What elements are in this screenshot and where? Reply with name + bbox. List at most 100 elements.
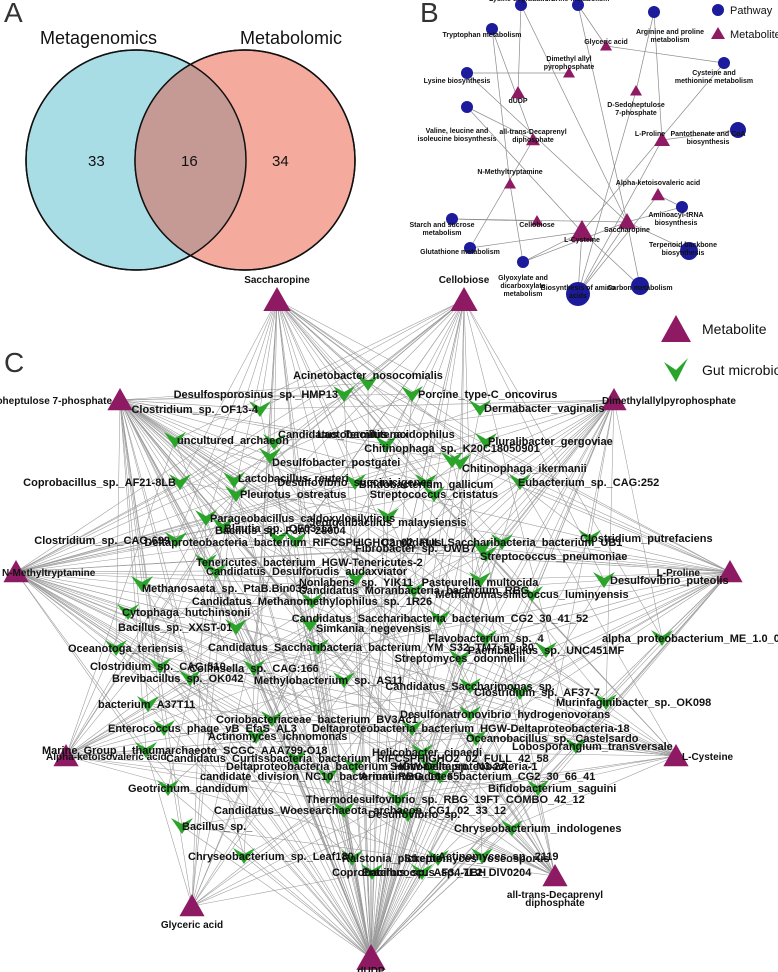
microbe-edge bbox=[370, 857, 439, 959]
microbe-node-coriobacteriaceae-bacterium-bv3ac1 bbox=[261, 711, 283, 727]
microbe-node-pluralibacter-gergoviae bbox=[475, 433, 497, 449]
microbe-label-pasteurella-multocida: Pasteurella_multocida bbox=[422, 577, 540, 589]
microbe-label-clostridium-sp-cag-510: Clostridium_sp._CAG:510 bbox=[90, 661, 226, 673]
microbe-edge bbox=[15, 571, 439, 859]
microbe-edge bbox=[343, 299, 465, 811]
microbe-label-methanosaeta-sp-ptab-bin039: Methanosaeta_sp._PtaB.Bin039 bbox=[142, 583, 308, 595]
microbe-label-desulfovibrio-succinicigenes: Desulfovibrio_succinicigenes bbox=[277, 477, 432, 489]
microbe-edge bbox=[205, 299, 465, 563]
microbe-node-helicobacter-cinaedi bbox=[411, 744, 433, 760]
microbe-edge bbox=[459, 299, 465, 463]
microbe-label-pleurotus-ostreatus: Pleurotus_ostreatus bbox=[240, 489, 346, 501]
microbe-node-desulfonatronovibrio-hydrogenovorans bbox=[459, 706, 481, 722]
c-metabolite-label-n-methyltryptamine: N-Methyltryptamine bbox=[2, 568, 96, 579]
microbe-edge bbox=[276, 299, 481, 409]
microbe-edge bbox=[191, 479, 235, 907]
microbe-label-lobosporangium-transversale: Lobosporangium_transversale bbox=[512, 741, 673, 753]
microbe-edge bbox=[15, 408, 261, 573]
microbe-edge bbox=[15, 441, 275, 573]
microbe-edge bbox=[243, 571, 731, 857]
microbe-node-clostridium-sp-of13-4 bbox=[249, 401, 271, 417]
panel-c: C SaccharopineCellobioseD-Sedoheptulose … bbox=[0, 275, 778, 972]
microbe-node-jeotgalibacillus-malaysiensis bbox=[377, 508, 399, 524]
legend-metabolite-icon bbox=[711, 27, 725, 39]
microbe-edge bbox=[191, 871, 373, 907]
microbe-label-murinfaginibacter-sp-ok098: Murinfaginibacter_sp._OK098 bbox=[556, 697, 711, 709]
pathway-node-pantothenate-and-coa-biosynthesis bbox=[730, 122, 746, 138]
microbe-node-pleurotus-ostreatus bbox=[225, 486, 247, 502]
microbe-node-cytophaga-hutchinsonii bbox=[117, 604, 139, 620]
metabolite-node-l-cysteine bbox=[570, 220, 594, 241]
microbe-edge bbox=[119, 399, 481, 581]
microbe-edge bbox=[370, 855, 483, 959]
microbe-edge bbox=[119, 399, 329, 777]
microbe-label-streptomyces-odonnellii: Streptomyces_odonnellii bbox=[395, 653, 526, 665]
microbe-edge bbox=[370, 775, 441, 959]
microbe-edge bbox=[235, 493, 372, 959]
microbe-label-desulfovibrio-puteolis: Desulfovibrio_puteolis bbox=[610, 575, 729, 587]
microbe-edge bbox=[276, 299, 423, 873]
microbe-edge bbox=[429, 571, 731, 767]
pathway-edge bbox=[626, 221, 690, 252]
microbe-node-salmonella-sp-n3-2a bbox=[419, 758, 441, 774]
microbe-node-flavobacterium-sp-4 bbox=[475, 630, 497, 646]
pathway-edge bbox=[577, 90, 637, 295]
microbe-node-brevibacillus-sp-ok042 bbox=[179, 670, 201, 686]
microbe-edge bbox=[127, 611, 372, 959]
microbe-edge bbox=[259, 299, 465, 410]
pathway-node-lysine-degradation bbox=[515, 0, 527, 11]
microbe-node-murinfaginibacter-sp-ok098 bbox=[595, 694, 617, 710]
microbe-label-alpha-proteobacterium-me-1-0-01: alpha_proteobacterium_ME_1.0_01 bbox=[602, 633, 778, 645]
pathway-edge bbox=[491, 28, 534, 141]
metabolite-node-dudp bbox=[511, 86, 525, 99]
microbe-node-streptococcus-cristatus bbox=[423, 486, 445, 502]
microbe-label-candidatus-curtissbacteria-bacterium-rifcsphigho2-02-full-42-58: Candidatus_Curtissbacteria_bacterium_RIF… bbox=[166, 753, 549, 765]
microbe-edge bbox=[127, 611, 677, 757]
microbe-edge bbox=[481, 547, 677, 757]
microbe-edge bbox=[15, 481, 356, 573]
microbe-edge bbox=[15, 571, 431, 767]
microbe-edge bbox=[370, 440, 487, 959]
microbe-node-methanosaeta-sp-ptab-bin039 bbox=[131, 576, 153, 592]
microbe-node-parageobacillus-caldoxylosilyticus bbox=[195, 510, 217, 526]
microbe-node-marine-group-i-thaumarchaeote-scgc-aaa799-o18 bbox=[135, 742, 157, 758]
microbe-node-enterococcus-sp-7e2-div0204 bbox=[411, 864, 433, 880]
pathway-node-arginine-and-proline-metabolism bbox=[648, 6, 660, 18]
microbe-edge bbox=[370, 493, 435, 959]
microbe-label-uncultured-archaeon: uncultured_archaeon bbox=[177, 435, 289, 447]
microbe-edge bbox=[269, 299, 465, 457]
c-metabolite-label-alpha-ketoisovaleric-acid: Alpha-ketoisovaleric acid bbox=[46, 752, 167, 763]
metabolite-label-saccharopine: Saccharopine bbox=[604, 227, 650, 234]
microbe-label-fibrobacter-sp-uwb7: Fibrobacter_sp._UWB7 bbox=[355, 543, 476, 555]
metabolite-node-glyceric-acid bbox=[600, 40, 612, 51]
microbe-edge bbox=[235, 299, 465, 628]
microbe-edge bbox=[479, 399, 615, 409]
microbe-edge bbox=[181, 755, 677, 827]
microbe-edge bbox=[259, 299, 278, 410]
microbe-edge bbox=[351, 857, 372, 959]
microbe-edge bbox=[65, 517, 207, 757]
microbe-label-chitinophaga-ikermanii: Chitinophaga_ikermanii bbox=[462, 463, 587, 475]
microbe-edge bbox=[119, 399, 389, 517]
legend-c-metabolite-icon bbox=[661, 315, 691, 342]
pathway-node-valine-leucine-and-isoleucine-biosynthesis bbox=[461, 101, 473, 113]
microbe-edge bbox=[119, 399, 297, 759]
microbe-edge bbox=[531, 571, 731, 595]
microbe-label-methylobacterium-sp-as11: Methylobacterium_sp._AS11 bbox=[254, 675, 403, 687]
microbe-edge bbox=[119, 399, 245, 857]
c-metabolite-node-saccharopine bbox=[263, 287, 291, 312]
microbe-edge bbox=[327, 775, 372, 959]
microbe-edge bbox=[463, 299, 483, 857]
microbe-edge bbox=[269, 455, 556, 877]
microbe-edge bbox=[15, 571, 413, 729]
microbe-edge bbox=[65, 547, 483, 757]
microbe-edge bbox=[145, 749, 193, 907]
microbe-edge bbox=[119, 382, 369, 401]
microbe-label-chryseobacterium-indologenes: Chryseobacterium_indologenes bbox=[454, 823, 622, 835]
microbe-node-ralstonia-pickettii bbox=[341, 850, 363, 866]
microbe-edge bbox=[370, 637, 663, 959]
c-metabolite-label-dimethylallylpyrophosphate: Dimethylallylpyrophosphate bbox=[602, 396, 736, 407]
microbe-node-candidatus-woesearchaeota-archaeon-cg1-02-33-12 bbox=[333, 802, 355, 818]
